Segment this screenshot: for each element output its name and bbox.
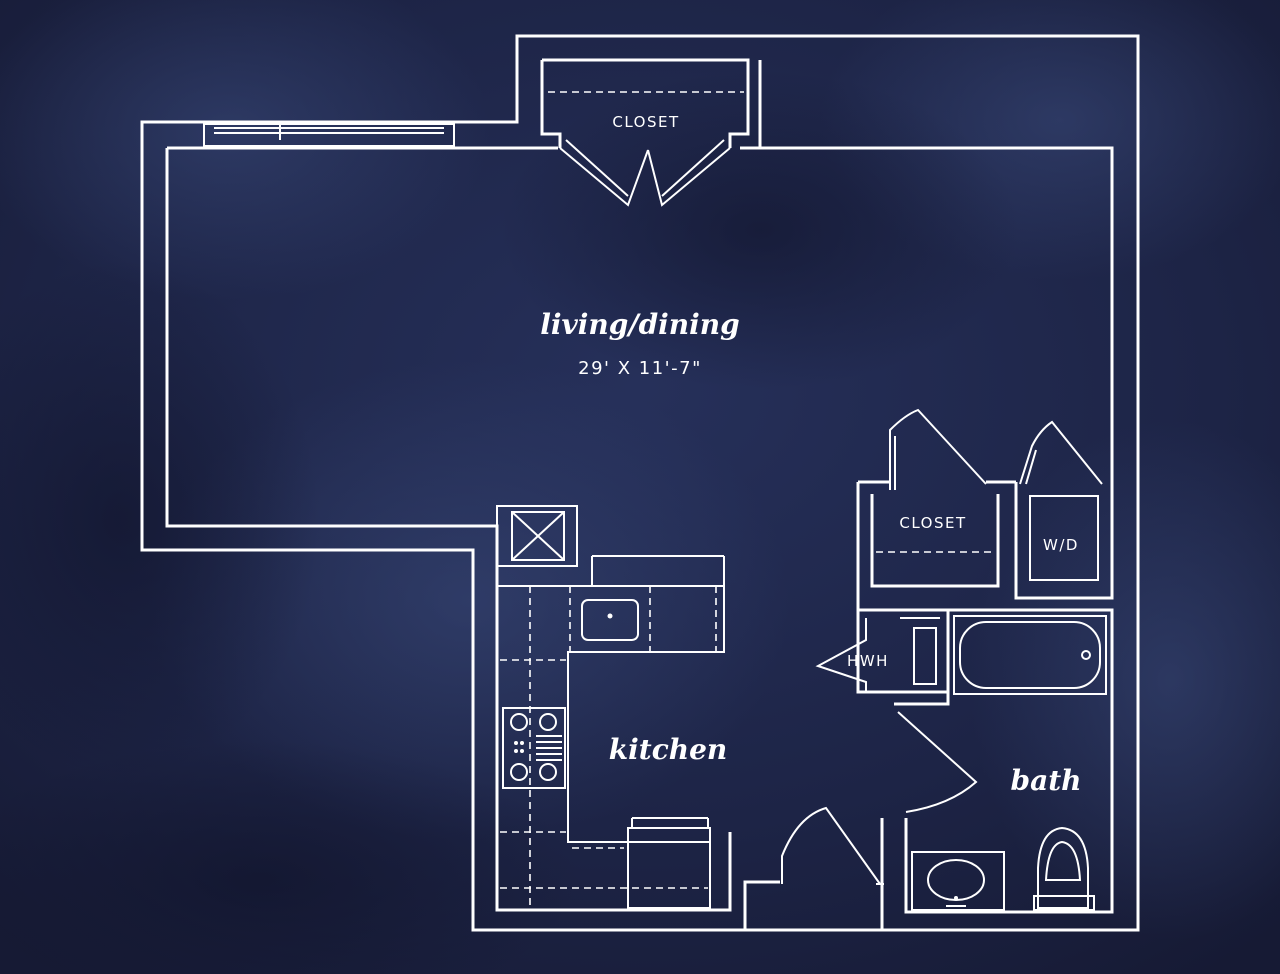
top-closet-label: CLOSET <box>612 113 679 131</box>
stove <box>502 707 566 789</box>
water-heater-label: HWH <box>847 652 889 670</box>
living-room-dimensions: 29' X 11'-7" <box>578 358 702 379</box>
entry-door <box>743 806 884 930</box>
texture-patch <box>970 420 1280 940</box>
water-heater-closet <box>815 610 950 694</box>
texture-patch <box>500 70 1020 390</box>
washer-dryer-closet <box>1014 420 1114 600</box>
duct-shaft <box>496 505 578 567</box>
refrigerator <box>627 827 711 909</box>
kitchen <box>495 505 732 912</box>
kitchen-label: kitchen <box>609 733 728 766</box>
living-room-label: living/dining <box>540 308 740 341</box>
window <box>203 123 455 147</box>
texture-patch <box>0 260 320 780</box>
texture-patch <box>0 740 580 974</box>
kitchen-sink <box>581 599 639 641</box>
bath-label: bath <box>1010 764 1081 797</box>
texture-patch <box>0 0 490 300</box>
washer-dryer-label: W/D <box>1043 536 1079 554</box>
right-closet-label: CLOSET <box>899 514 966 532</box>
top-closet <box>515 36 762 207</box>
bathroom <box>880 608 1114 930</box>
